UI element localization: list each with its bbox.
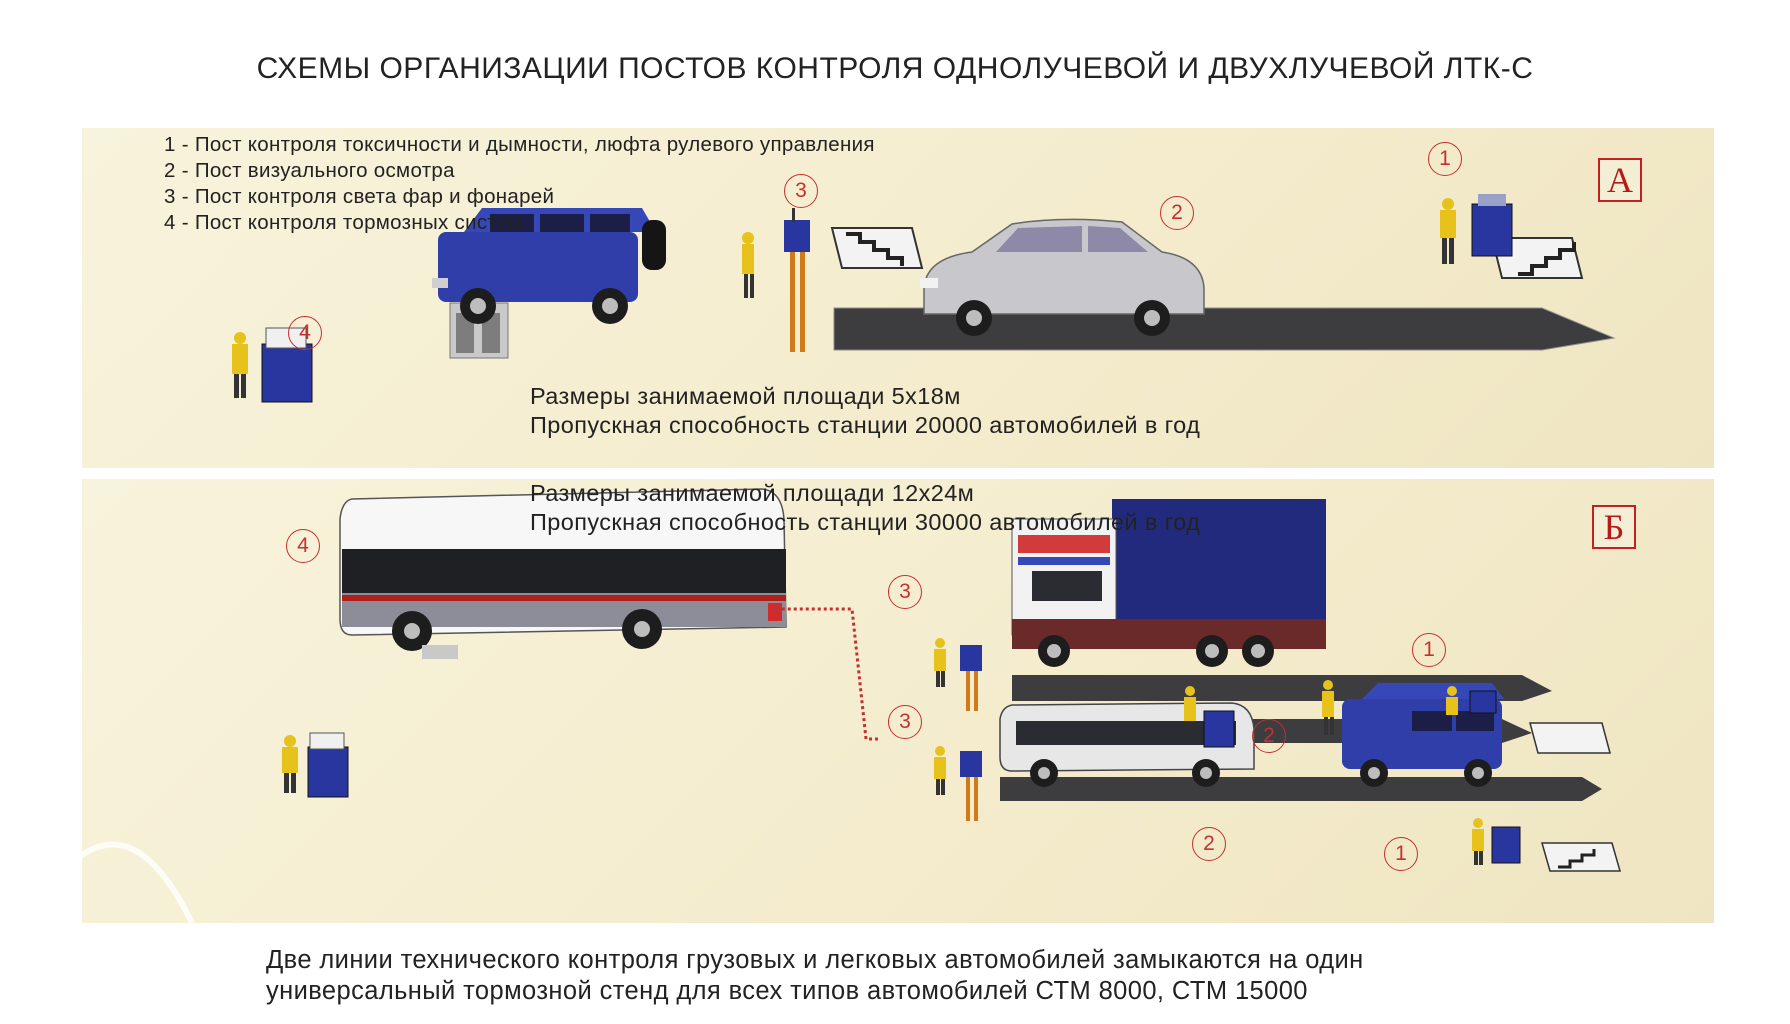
- post-marker-4: 4: [288, 316, 322, 350]
- caption-line: универсальный тормозной стенд для всех т…: [266, 977, 1308, 1005]
- headlight-tester-stand: [742, 208, 810, 352]
- blue-suv-vehicle: [1342, 683, 1504, 787]
- headlight-tester-stand-upper: [934, 638, 982, 711]
- inspection-worker: [1322, 680, 1334, 735]
- gas-analyzer-worker: [1440, 194, 1513, 264]
- legend-item: 3 - Пост контроля света фар и фонарей: [164, 185, 555, 208]
- inspection-worker: [1184, 686, 1235, 748]
- truck-vehicle: [1011, 499, 1326, 667]
- scheme-panel-a: 1 - Пост контроля токсичности и дымности…: [82, 128, 1714, 468]
- post-marker-1: 1: [1412, 633, 1446, 667]
- throughput-text: Пропускная способность станции 20000 авт…: [530, 412, 1201, 438]
- headlight-tester-stand-lower: [934, 746, 982, 821]
- pit-stairs-right: [1490, 237, 1584, 279]
- inspection-lane-car: [1000, 777, 1602, 801]
- throughput-text: Пропускная способность станции 30000 авт…: [530, 509, 1201, 535]
- post-marker-2: 2: [1252, 719, 1286, 753]
- bus-vehicle: [339, 488, 787, 659]
- post-marker-2: 2: [1160, 196, 1194, 230]
- legend-item: 2 - Пост визуального осмотра: [164, 159, 455, 182]
- post-marker-3: 3: [888, 705, 922, 739]
- blue-suv-vehicle: [432, 208, 666, 324]
- scheme-a-info: Размеры занимаемой площади 5х18м Пропуск…: [530, 382, 1200, 440]
- white-van-vehicle: [999, 702, 1255, 787]
- caption-line: Две линии технического контроля грузовых…: [266, 946, 1364, 974]
- post-marker-4: 4: [286, 529, 320, 563]
- posts-legend: 1 - Пост контроля токсичности и дымности…: [164, 132, 875, 236]
- inspection-lane-a: [834, 308, 1614, 350]
- gas-analyzer-worker: [1472, 818, 1521, 865]
- pit-stairs-left: [830, 227, 924, 269]
- area-size-text: Размеры занимаемой площади 12х24м: [530, 480, 975, 506]
- route-arrow: [782, 607, 878, 741]
- legend-item: 1 - Пост контроля токсичности и дымности…: [164, 133, 875, 156]
- post-marker-3: 3: [784, 174, 818, 208]
- scheme-b-info: Размеры занимаемой площади 12х24м Пропус…: [530, 479, 1200, 537]
- scheme-a-illustration: [232, 194, 1616, 403]
- page-title: СХЕМЫ ОРГАНИЗАЦИИ ПОСТОВ КОНТРОЛЯ ОДНОЛУ…: [256, 52, 1534, 85]
- post-marker-2: 2: [1192, 827, 1226, 861]
- scheme-b-badge: Б: [1592, 505, 1636, 549]
- post-marker-1: 1: [1384, 837, 1418, 871]
- legend-item: 4 - Пост контроля тормозных систем: [164, 211, 523, 234]
- gas-analyzer-worker: [1446, 686, 1497, 715]
- post-marker-1: 1: [1428, 142, 1462, 176]
- area-size-text: Размеры занимаемой площади 5х18м: [530, 383, 961, 409]
- scheme-b-illustration: [82, 488, 1621, 923]
- diagram-caption: Две линии технического контроля грузовых…: [266, 945, 1364, 1007]
- post-marker-3: 3: [888, 575, 922, 609]
- brake-tester-worker: [282, 732, 349, 798]
- silver-sedan-vehicle: [920, 218, 1205, 336]
- scheme-panel-b: Размеры занимаемой площади 12х24м Пропус…: [82, 479, 1714, 923]
- pit-stairs: [1529, 722, 1621, 872]
- scheme-a-badge: А: [1598, 158, 1642, 202]
